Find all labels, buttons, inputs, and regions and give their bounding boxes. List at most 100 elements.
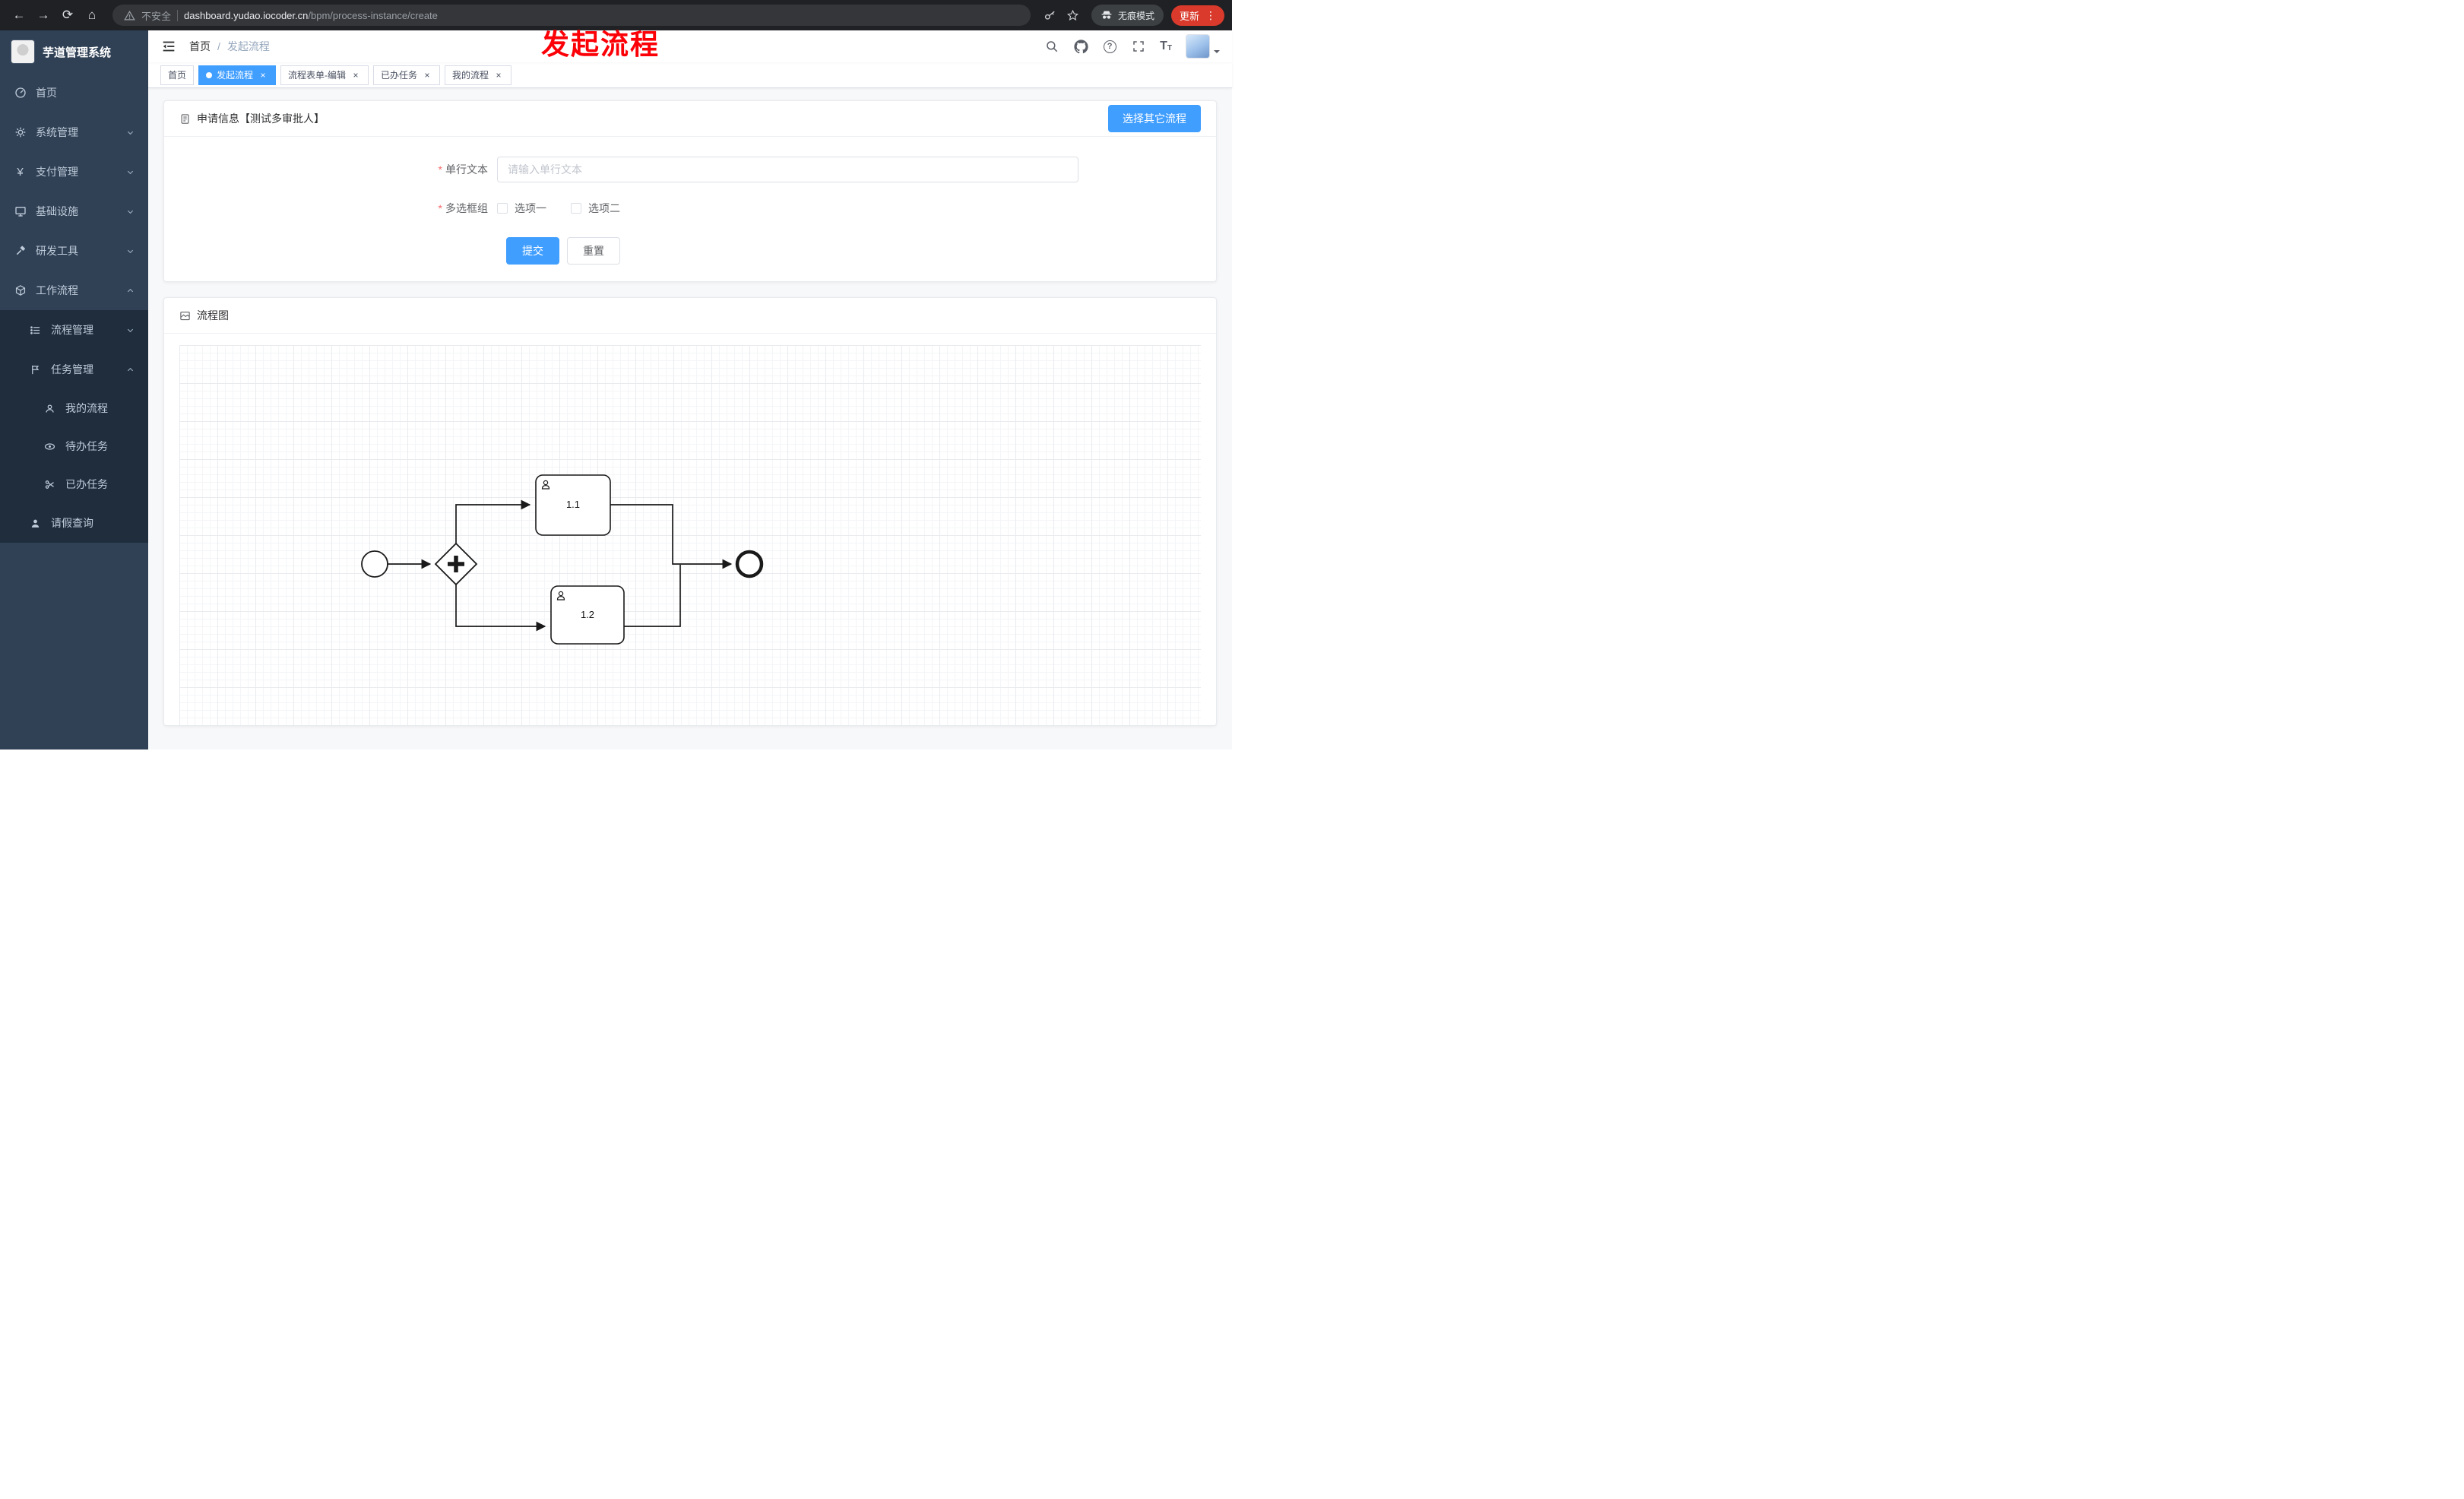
tags-view-bar: 首页 发起流程 × 流程表单-编辑 × 已办任务 × 我的流程 × bbox=[148, 62, 1232, 88]
browser-reload-icon[interactable]: ⟳ bbox=[62, 8, 74, 22]
active-dot bbox=[206, 71, 213, 78]
avatar[interactable] bbox=[1186, 34, 1210, 59]
help-icon[interactable]: ? bbox=[1102, 39, 1117, 54]
apply-info-header: 申请信息【测试多审批人】 选择其它流程 bbox=[164, 101, 1216, 137]
tab-home[interactable]: 首页 bbox=[160, 65, 195, 85]
page-url[interactable]: dashboard.yudao.iocoder.cn/bpm/process-i… bbox=[184, 10, 438, 21]
person-headset-icon bbox=[43, 402, 56, 415]
tab-done-task[interactable]: 已办任务 × bbox=[373, 65, 441, 85]
submit-button[interactable]: 提交 bbox=[506, 237, 559, 265]
checkbox-box[interactable] bbox=[497, 203, 508, 214]
chevron-down-icon bbox=[126, 168, 135, 176]
sidebar-item-label: 已办任务 bbox=[65, 478, 108, 490]
checkbox-group: 选项一 选项二 bbox=[497, 201, 620, 216]
user-menu[interactable] bbox=[1186, 34, 1220, 59]
chevron-up-icon bbox=[126, 287, 135, 295]
sidebar-item-label: 支付管理 bbox=[36, 166, 78, 178]
breadcrumb-home[interactable]: 首页 bbox=[189, 40, 211, 52]
checkbox-option-1[interactable]: 选项一 bbox=[497, 201, 546, 216]
close-icon[interactable]: × bbox=[353, 69, 359, 81]
close-icon[interactable]: × bbox=[496, 69, 502, 81]
sidebar-item-infra[interactable]: 基础设施 bbox=[0, 192, 148, 231]
process-diagram-card: 流程图 bbox=[163, 297, 1217, 726]
apply-info-body: 单行文本 多选框组 选项一 选项二 bbox=[164, 137, 1216, 281]
task-label: 1.1 bbox=[566, 499, 580, 510]
sidebar-item-home[interactable]: 首页 bbox=[0, 73, 148, 113]
password-key-icon[interactable] bbox=[1040, 5, 1061, 26]
sidebar-item-done-task[interactable]: 已办任务 bbox=[0, 465, 148, 503]
sidebar-item-task-mgmt[interactable]: 任务管理 bbox=[0, 350, 148, 389]
url-domain: dashboard.yudao.iocoder.cn bbox=[184, 9, 309, 21]
tab-form-edit[interactable]: 流程表单-编辑 × bbox=[280, 65, 369, 85]
user-task-icon bbox=[541, 480, 550, 490]
switch-process-button[interactable]: 选择其它流程 bbox=[1108, 105, 1201, 132]
sidebar-item-leave-query[interactable]: 请假查询 bbox=[0, 503, 148, 543]
flag-icon bbox=[29, 363, 42, 376]
breadcrumb-separator: / bbox=[217, 40, 220, 52]
not-secure-warning-icon bbox=[123, 5, 135, 26]
sidebar-item-payment[interactable]: ¥ 支付管理 bbox=[0, 152, 148, 192]
sidebar-item-system[interactable]: 系统管理 bbox=[0, 113, 148, 152]
bpmn-end-event bbox=[735, 550, 764, 578]
github-icon[interactable] bbox=[1073, 39, 1088, 54]
checkbox-option-2[interactable]: 选项二 bbox=[571, 201, 620, 216]
omnibox-divider bbox=[177, 9, 179, 21]
workflow-submenu: 流程管理 任务管理 我的流程 待办任务 bbox=[0, 310, 148, 543]
single-line-input[interactable] bbox=[497, 157, 1078, 182]
breadcrumb: 首页 / 发起流程 bbox=[189, 39, 270, 54]
sidebar-item-todo-task[interactable]: 待办任务 bbox=[0, 427, 148, 465]
scissors-icon bbox=[43, 478, 56, 491]
browser-forward-icon[interactable]: → bbox=[36, 8, 50, 22]
sidebar-collapse-icon[interactable] bbox=[160, 38, 177, 55]
bpmn-user-task-1: 1.1 bbox=[535, 474, 611, 536]
security-label[interactable]: 不安全 bbox=[141, 10, 172, 22]
browser-update-button[interactable]: 更新 ⋮ bbox=[1170, 5, 1224, 26]
close-icon[interactable]: × bbox=[260, 69, 266, 81]
checkbox-box[interactable] bbox=[571, 203, 581, 214]
incognito-label: 无痕模式 bbox=[1117, 10, 1154, 21]
fullscreen-icon[interactable] bbox=[1131, 39, 1146, 54]
sidebar-item-label: 研发工具 bbox=[36, 245, 78, 257]
sidebar-item-devtools[interactable]: 研发工具 bbox=[0, 231, 148, 271]
close-icon[interactable]: × bbox=[424, 69, 430, 81]
document-icon bbox=[179, 113, 191, 125]
sidebar-item-my-process[interactable]: 我的流程 bbox=[0, 389, 148, 427]
tab-my-process[interactable]: 我的流程 × bbox=[445, 65, 512, 85]
sidebar: 芋道管理系统 首页 系统管理 ¥ 支付管理 基础设施 bbox=[0, 30, 148, 750]
search-icon[interactable] bbox=[1044, 39, 1059, 54]
browser-back-icon[interactable]: ← bbox=[12, 8, 26, 22]
sidebar-item-workflow[interactable]: 工作流程 bbox=[0, 271, 148, 310]
sidebar-item-label: 系统管理 bbox=[36, 126, 78, 138]
browser-menu-icon[interactable]: ⋮ bbox=[1205, 8, 1216, 21]
yen-icon: ¥ bbox=[17, 165, 24, 179]
chevron-down-icon bbox=[126, 326, 135, 334]
chevron-up-icon bbox=[126, 366, 135, 374]
bookmark-star-icon[interactable] bbox=[1063, 5, 1084, 26]
card-title: 申请信息【测试多审批人】 bbox=[197, 113, 325, 125]
app-title: 芋道管理系统 bbox=[43, 46, 112, 59]
single-line-label: 单行文本 bbox=[179, 162, 497, 177]
browser-home-icon[interactable]: ⌂ bbox=[87, 8, 97, 22]
update-label: 更新 bbox=[1179, 10, 1199, 22]
browser-toolbar: ← → ⟳ ⌂ 不安全 dashboard.yudao.iocoder.cn/b… bbox=[0, 0, 1232, 30]
diagram-header: 流程图 bbox=[164, 298, 1216, 334]
monitor-icon bbox=[14, 205, 27, 218]
tab-create-process[interactable]: 发起流程 × bbox=[198, 65, 277, 85]
sidebar-item-label: 待办任务 bbox=[65, 440, 108, 452]
dashboard-icon bbox=[14, 87, 27, 100]
apply-info-card: 申请信息【测试多审批人】 选择其它流程 单行文本 多选框组 选项一 bbox=[163, 100, 1217, 282]
chevron-down-icon bbox=[126, 208, 135, 216]
cube-icon bbox=[14, 284, 27, 297]
reset-button[interactable]: 重置 bbox=[567, 237, 620, 265]
chevron-down-icon bbox=[1214, 50, 1220, 56]
incognito-icon bbox=[1101, 9, 1113, 21]
bpmn-canvas[interactable]: 1.1 1.2 bbox=[179, 345, 1201, 725]
sidebar-item-label: 流程管理 bbox=[51, 324, 93, 336]
page-content: 申请信息【测试多审批人】 选择其它流程 单行文本 多选框组 选项一 bbox=[148, 88, 1232, 750]
sidebar-item-label: 我的流程 bbox=[65, 402, 108, 414]
address-bar[interactable]: 不安全 dashboard.yudao.iocoder.cn/bpm/proce… bbox=[112, 5, 1031, 26]
app-logo[interactable]: 芋道管理系统 bbox=[0, 30, 148, 73]
sidebar-item-process-mgmt[interactable]: 流程管理 bbox=[0, 310, 148, 350]
